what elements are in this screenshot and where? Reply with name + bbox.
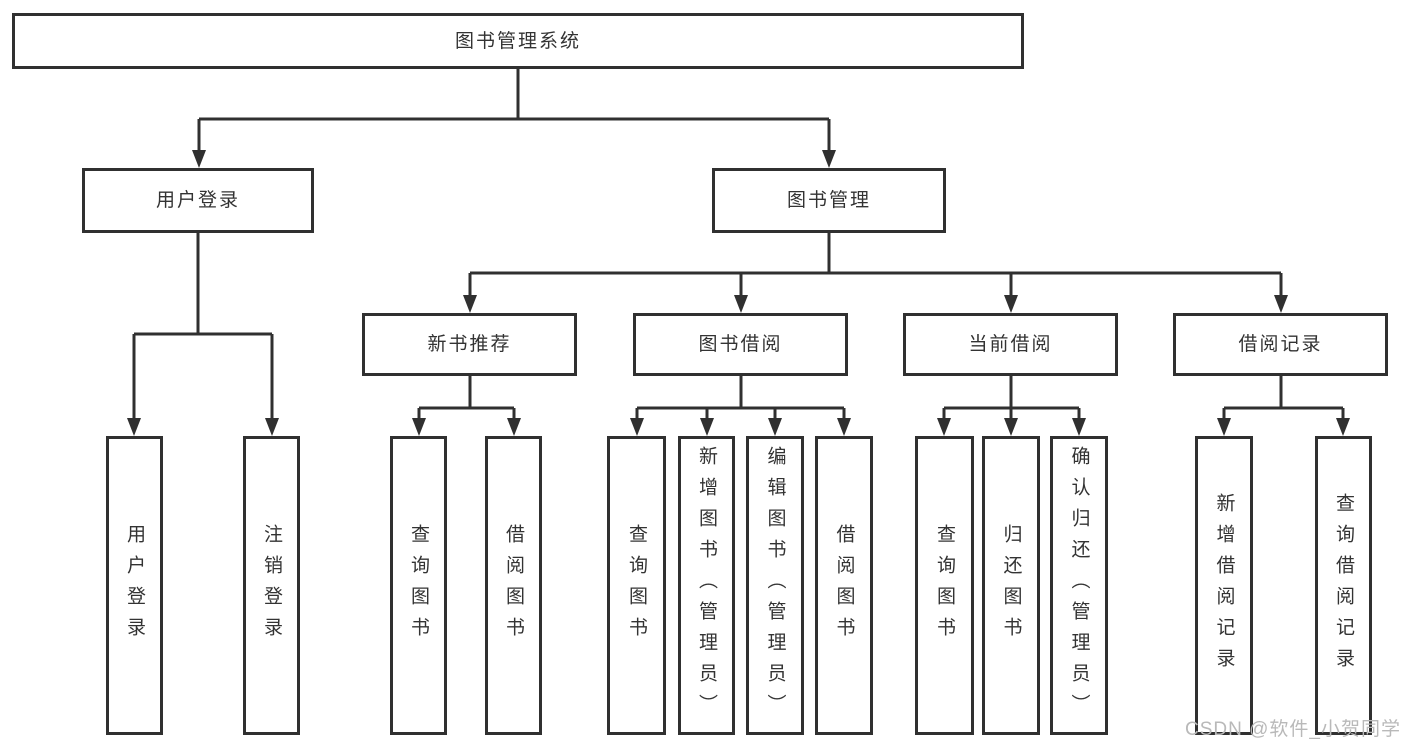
node-new-book-recommend-label: 新书推荐 (427, 334, 512, 355)
node-user-login: 用户登录 (82, 168, 314, 233)
node-new-book-recommend: 新书推荐 (362, 313, 577, 376)
node-user-login-label: 用户登录 (155, 190, 240, 211)
leaf-return-books-label: 归还图书 (1000, 523, 1022, 648)
leaf-bb-query-books-label: 查询图书 (626, 523, 647, 648)
node-borrow-records: 借阅记录 (1173, 313, 1388, 376)
node-book-borrow: 图书借阅 (633, 313, 848, 376)
node-book-management-label: 图书管理 (786, 190, 871, 211)
node-borrow-records-label: 借阅记录 (1238, 334, 1323, 355)
leaf-return-books: 归还图书 (982, 436, 1040, 735)
leaf-cb-query-books-label: 查询图书 (934, 523, 955, 648)
leaf-nb-borrow-books-label: 借阅图书 (503, 523, 524, 648)
leaf-add-borrow-record: 新增借阅记录 (1195, 436, 1253, 735)
leaf-user-login: 用户登录 (106, 436, 163, 735)
leaf-add-book-admin: 新增图书（管理员） (678, 436, 735, 735)
leaf-bb-borrow-books: 借阅图书 (815, 436, 873, 735)
node-book-management: 图书管理 (712, 168, 946, 233)
leaf-confirm-return-admin-label: 确认归还（管理员） (1068, 446, 1090, 725)
leaf-add-book-admin-label: 新增图书（管理员） (696, 446, 717, 725)
node-current-borrow: 当前借阅 (903, 313, 1118, 376)
leaf-bb-borrow-books-label: 借阅图书 (833, 523, 855, 648)
leaf-bb-query-books: 查询图书 (607, 436, 666, 735)
leaf-logout: 注销登录 (243, 436, 300, 735)
leaf-query-borrow-record: 查询借阅记录 (1315, 436, 1372, 735)
leaf-add-borrow-record-label: 新增借阅记录 (1213, 492, 1235, 679)
leaf-edit-book-admin-label: 编辑图书（管理员） (764, 446, 786, 725)
leaf-query-borrow-record-label: 查询借阅记录 (1333, 492, 1354, 679)
watermark: CSDN @软件_小贺同学 (1185, 719, 1401, 740)
leaf-logout-label: 注销登录 (261, 523, 282, 648)
node-book-borrow-label: 图书借阅 (698, 334, 783, 355)
node-current-borrow-label: 当前借阅 (968, 334, 1053, 355)
leaf-nb-borrow-books: 借阅图书 (485, 436, 542, 735)
leaf-nb-query-books: 查询图书 (390, 436, 447, 735)
leaf-confirm-return-admin: 确认归还（管理员） (1050, 436, 1108, 735)
node-root: 图书管理系统 (12, 13, 1024, 69)
node-root-label: 图书管理系统 (454, 30, 581, 52)
leaf-cb-query-books: 查询图书 (915, 436, 974, 735)
leaf-edit-book-admin: 编辑图书（管理员） (746, 436, 804, 735)
leaf-nb-query-books-label: 查询图书 (408, 523, 429, 648)
leaf-user-login-label: 用户登录 (124, 523, 145, 648)
